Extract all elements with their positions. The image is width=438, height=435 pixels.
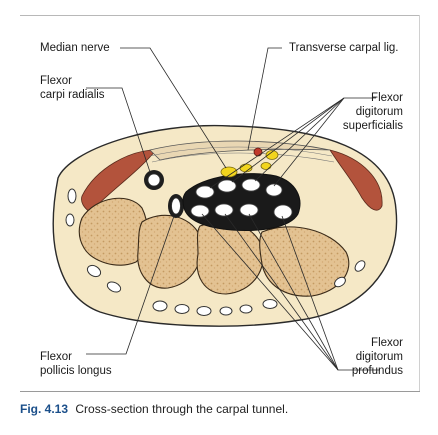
flexor-pollicis-longus-tendon — [168, 194, 184, 218]
thenar-muscle — [81, 149, 157, 213]
label-line: Flexor — [40, 75, 72, 87]
bottom-rule — [20, 391, 420, 392]
label-line: pollicis longus — [40, 365, 112, 377]
label-line: digitorum — [355, 351, 403, 363]
top-rule — [20, 15, 420, 16]
figure-caption: Fig. 4.13 Cross-section through the carp… — [20, 402, 288, 416]
caption-number: Fig. 4.13 — [20, 402, 69, 416]
hypothenar-muscle — [329, 149, 383, 211]
panel-edge — [419, 15, 420, 391]
flexor-carpi-radialis-tendon — [144, 170, 164, 190]
label-flexor-digitorum-superficialis: Flexor digitorum superficialis — [343, 91, 403, 133]
label-line: superficialis — [342, 120, 403, 132]
transverse-carpal-ligament — [149, 140, 331, 161]
hamate-bone — [259, 226, 350, 297]
flexor-digitorum-tendons — [190, 178, 293, 220]
label-line: Flexor — [371, 92, 403, 104]
leader-lines — [86, 47, 380, 371]
label-line: Flexor — [40, 351, 72, 363]
label-flexor-digitorum-profundus: Flexor digitorum profundus — [352, 336, 403, 378]
label-line: profundus — [351, 365, 403, 377]
trapezium-bone — [78, 197, 148, 266]
label-median-nerve: Median nerve — [40, 42, 110, 54]
label-flexor-pollicis-longus: Flexor pollicis longus — [40, 350, 112, 378]
label-line: digitorum — [355, 106, 403, 118]
label-line: carpi radialis — [40, 89, 105, 101]
label-transverse-carpal-ligament: Transverse carpal lig. — [289, 42, 399, 54]
label-flexor-carpi-radialis: Flexor carpi radialis — [40, 74, 105, 102]
label-line: Flexor — [371, 337, 403, 349]
trapezoid-capitate-bone — [137, 214, 202, 289]
caption-text: Cross-section through the carpal tunnel. — [75, 402, 289, 416]
dorsal-tendons — [65, 188, 366, 316]
